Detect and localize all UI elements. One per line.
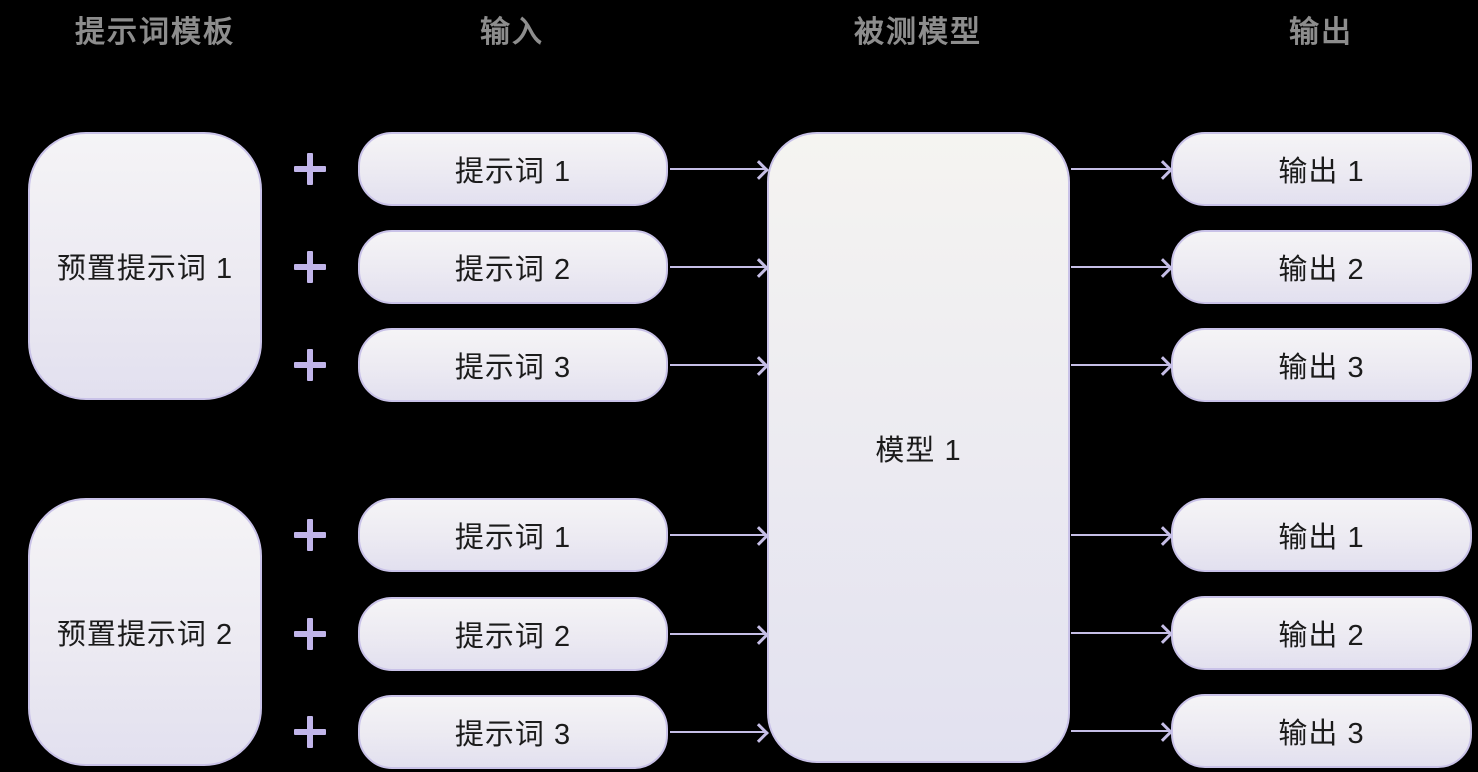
arrow-icon — [1071, 730, 1169, 732]
arrow-icon — [670, 731, 765, 733]
prompt-node-g2-3: 提示词 3 — [358, 695, 668, 769]
arrow-icon — [670, 534, 765, 536]
prompt-node-g1-1: 提示词 1 — [358, 132, 668, 206]
column-header-input: 输入 — [480, 16, 544, 49]
arrow-icon — [670, 364, 765, 366]
preset-prompt-node-2: 预置提示词 2 — [28, 498, 262, 766]
plus-icon — [294, 251, 326, 283]
plus-icon — [294, 153, 326, 185]
model-node: 模型 1 — [767, 132, 1070, 763]
plus-icon — [294, 618, 326, 650]
column-header-model-under-test: 被测模型 — [854, 16, 982, 49]
output-node-g1-3: 输出 3 — [1171, 328, 1472, 402]
arrow-icon — [1071, 266, 1169, 268]
preset-prompt-node-1: 预置提示词 1 — [28, 132, 262, 400]
column-header-output: 输出 — [1289, 16, 1353, 49]
plus-icon — [294, 349, 326, 381]
arrow-icon — [670, 168, 765, 170]
prompt-node-g1-3: 提示词 3 — [358, 328, 668, 402]
arrow-icon — [1071, 632, 1169, 634]
prompt-node-g2-2: 提示词 2 — [358, 597, 668, 671]
arrow-icon — [1071, 168, 1169, 170]
output-node-g1-2: 输出 2 — [1171, 230, 1472, 304]
output-node-g1-1: 输出 1 — [1171, 132, 1472, 206]
plus-icon — [294, 519, 326, 551]
output-node-g2-1: 输出 1 — [1171, 498, 1472, 572]
arrow-icon — [670, 266, 765, 268]
output-node-g2-2: 输出 2 — [1171, 596, 1472, 670]
plus-icon — [294, 716, 326, 748]
output-node-g2-3: 输出 3 — [1171, 694, 1472, 768]
arrow-icon — [670, 633, 765, 635]
prompt-node-g1-2: 提示词 2 — [358, 230, 668, 304]
prompt-node-g2-1: 提示词 1 — [358, 498, 668, 572]
column-header-prompt-template: 提示词模板 — [75, 16, 235, 49]
arrow-icon — [1071, 534, 1169, 536]
arrow-icon — [1071, 364, 1169, 366]
